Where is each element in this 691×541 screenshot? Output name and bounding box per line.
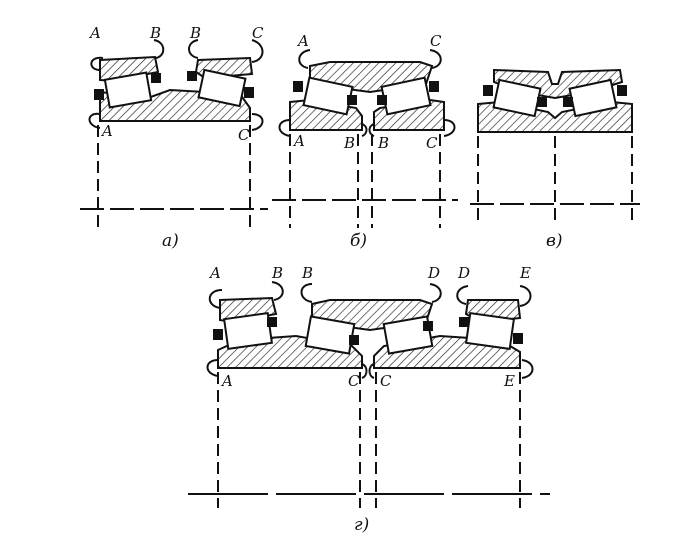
cage-v4 [617, 85, 627, 96]
arrow-a-bl [88, 112, 101, 129]
label-b-bot-right: C [426, 134, 438, 152]
label-a-bot-left: A [100, 122, 113, 140]
label-a-top-mid: B [149, 24, 161, 42]
arrow-a-tm2 [188, 39, 199, 59]
arrow-g-t5 [456, 285, 469, 305]
cage-b4 [429, 81, 439, 92]
label-g-bot-3: C [380, 372, 392, 390]
label-b-bot-mid-l: B [343, 134, 355, 152]
label-g-bot-4: E [503, 372, 515, 390]
arrow-a-tm [153, 39, 165, 59]
label-a-bot-right: C [238, 126, 250, 144]
arrow-g-t6 [519, 285, 532, 307]
label-a-top-right: C [252, 24, 264, 42]
arrow-a-br [251, 113, 264, 131]
label-g-top-4: D [427, 264, 440, 282]
arrow-g-b4 [521, 359, 534, 379]
roller-g4 [464, 311, 516, 351]
caption-v: в) [546, 231, 563, 251]
label-g-top-6: E [519, 264, 531, 282]
arrow-a-tr [251, 39, 264, 63]
label-b-bot-mid-r: B [377, 134, 389, 152]
cage-a2 [151, 73, 161, 83]
label-g-bot-1: A [220, 372, 233, 390]
cage-v1 [483, 85, 493, 96]
roller-g2 [304, 315, 356, 355]
roller-a1 [103, 71, 153, 109]
label-g-top-1: A [208, 264, 221, 282]
label-g-top-2: B [271, 264, 283, 282]
cage-b1 [293, 81, 303, 92]
label-b-bot-left: A [292, 132, 305, 150]
cage-v2 [537, 97, 547, 107]
cage-g5 [459, 317, 469, 327]
label-a-top-mid2: B [189, 24, 201, 42]
cage-b3 [377, 95, 387, 105]
figure-v [470, 68, 640, 222]
roller-g3 [382, 315, 434, 355]
arrow-b-bl [278, 119, 291, 137]
arrow-g-t2 [271, 281, 284, 301]
arrow-g-b2 [361, 363, 368, 379]
arrow-b-bml [361, 123, 368, 137]
label-b-top-left: A [296, 32, 309, 50]
label-g-top-3: B [301, 264, 313, 282]
arrow-g-t3 [300, 283, 313, 303]
cage-g1 [213, 329, 223, 340]
label-a-top-left: A [88, 24, 101, 42]
arrow-b-tr [429, 49, 442, 69]
roller-a2 [197, 68, 247, 108]
arrow-g-t1 [208, 289, 223, 309]
labels: A B B C A C A C A B B C A B B D D E A C … [88, 24, 563, 535]
cage-g3 [349, 335, 359, 345]
label-g-top-5: D [457, 264, 470, 282]
cage-g4 [423, 321, 433, 331]
cage-a4 [244, 87, 254, 98]
figure-g [188, 281, 550, 508]
figure-b [272, 49, 458, 228]
caption-g: г) [354, 515, 369, 535]
label-g-bot-2: C [348, 372, 360, 390]
cage-g6 [513, 333, 523, 344]
roller-g1 [222, 311, 274, 351]
label-b-top-right: C [430, 32, 442, 50]
cage-g2 [267, 317, 277, 327]
caption-b: б) [350, 231, 367, 251]
arrow-b-br [443, 119, 456, 137]
arrow-b-tl [298, 49, 311, 69]
caption-a: а) [162, 231, 179, 251]
arrow-a-tl [90, 56, 104, 71]
figure-a [80, 39, 268, 228]
arrow-g-b3 [368, 363, 375, 379]
cage-a3 [187, 71, 197, 81]
arrow-g-b1 [206, 359, 219, 377]
cage-a1 [94, 89, 104, 100]
cage-v3 [563, 97, 573, 107]
cage-b2 [347, 95, 357, 105]
arrow-g-t4 [429, 283, 442, 303]
